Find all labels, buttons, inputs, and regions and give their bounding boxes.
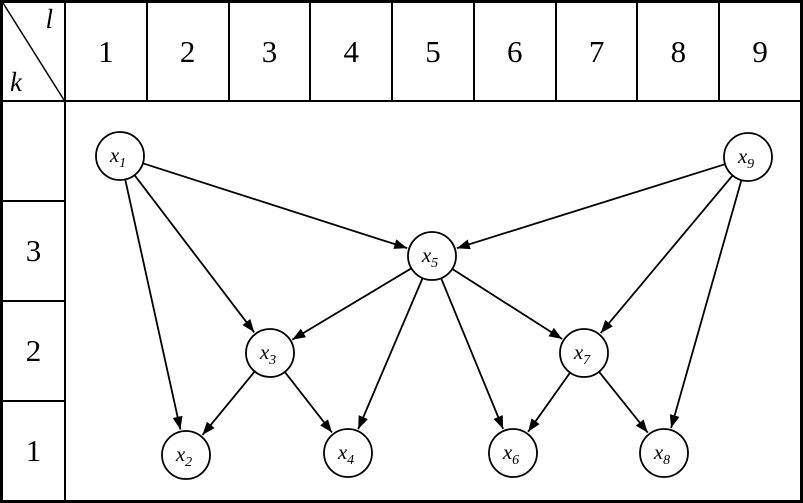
edge-x1-to-x3: [133, 174, 255, 333]
corner-diagonal: [3, 3, 64, 100]
edge-x1-to-x5: [142, 162, 408, 249]
edge-x3-to-x4: [284, 371, 333, 434]
row-header-1: 1: [3, 400, 64, 500]
edge-x9-to-x5: [456, 163, 726, 250]
row-header-column: 3 2 1: [3, 102, 66, 500]
graph-node-x8: [639, 428, 689, 478]
col-header-8: 8: [638, 3, 721, 100]
col-header-5: 5: [393, 3, 475, 100]
edge-x5-to-x7: [451, 268, 563, 340]
graph-node-x5: [407, 231, 457, 281]
edge-x9-to-x8: [669, 179, 743, 429]
graph-node-x7: [559, 328, 609, 378]
row-header-2: 2: [3, 300, 64, 400]
edge-x5-to-x6: [440, 277, 504, 430]
graph-node-x2: [161, 430, 211, 480]
corner-row-variable: k: [10, 67, 22, 97]
col-header-9: 9: [752, 33, 768, 69]
graph-node-x1: [95, 131, 145, 181]
edge-x9-to-x7: [600, 174, 734, 334]
col-header-3: 3: [230, 3, 312, 100]
graph-node-x6: [488, 428, 538, 478]
col-header-7: 7: [557, 3, 639, 100]
graph-node-x3: [245, 328, 295, 378]
corner-col-variable: l: [45, 4, 53, 34]
col-header-2: 2: [148, 3, 230, 100]
corner-cell: l k: [3, 3, 66, 100]
edge-x5-to-x3: [291, 267, 412, 341]
row-header-3: 3: [3, 200, 64, 300]
col-header-4: 4: [311, 3, 394, 100]
header-row: l k 1 2 3 4 5 6 7 8 9: [3, 3, 800, 102]
edge-x5-to-x4: [357, 277, 424, 430]
col-header-1: 1: [66, 3, 148, 100]
edge-x3-to-x2: [201, 370, 256, 436]
edge-x7-to-x6: [527, 372, 571, 433]
col-header-6: 6: [475, 3, 557, 100]
graph-node-x4: [323, 428, 373, 478]
edge-x7-to-x8: [598, 371, 649, 434]
graph-node-x9: [723, 132, 773, 182]
edge-x1-to-x2: [124, 179, 183, 430]
row-header-empty: [3, 102, 64, 200]
